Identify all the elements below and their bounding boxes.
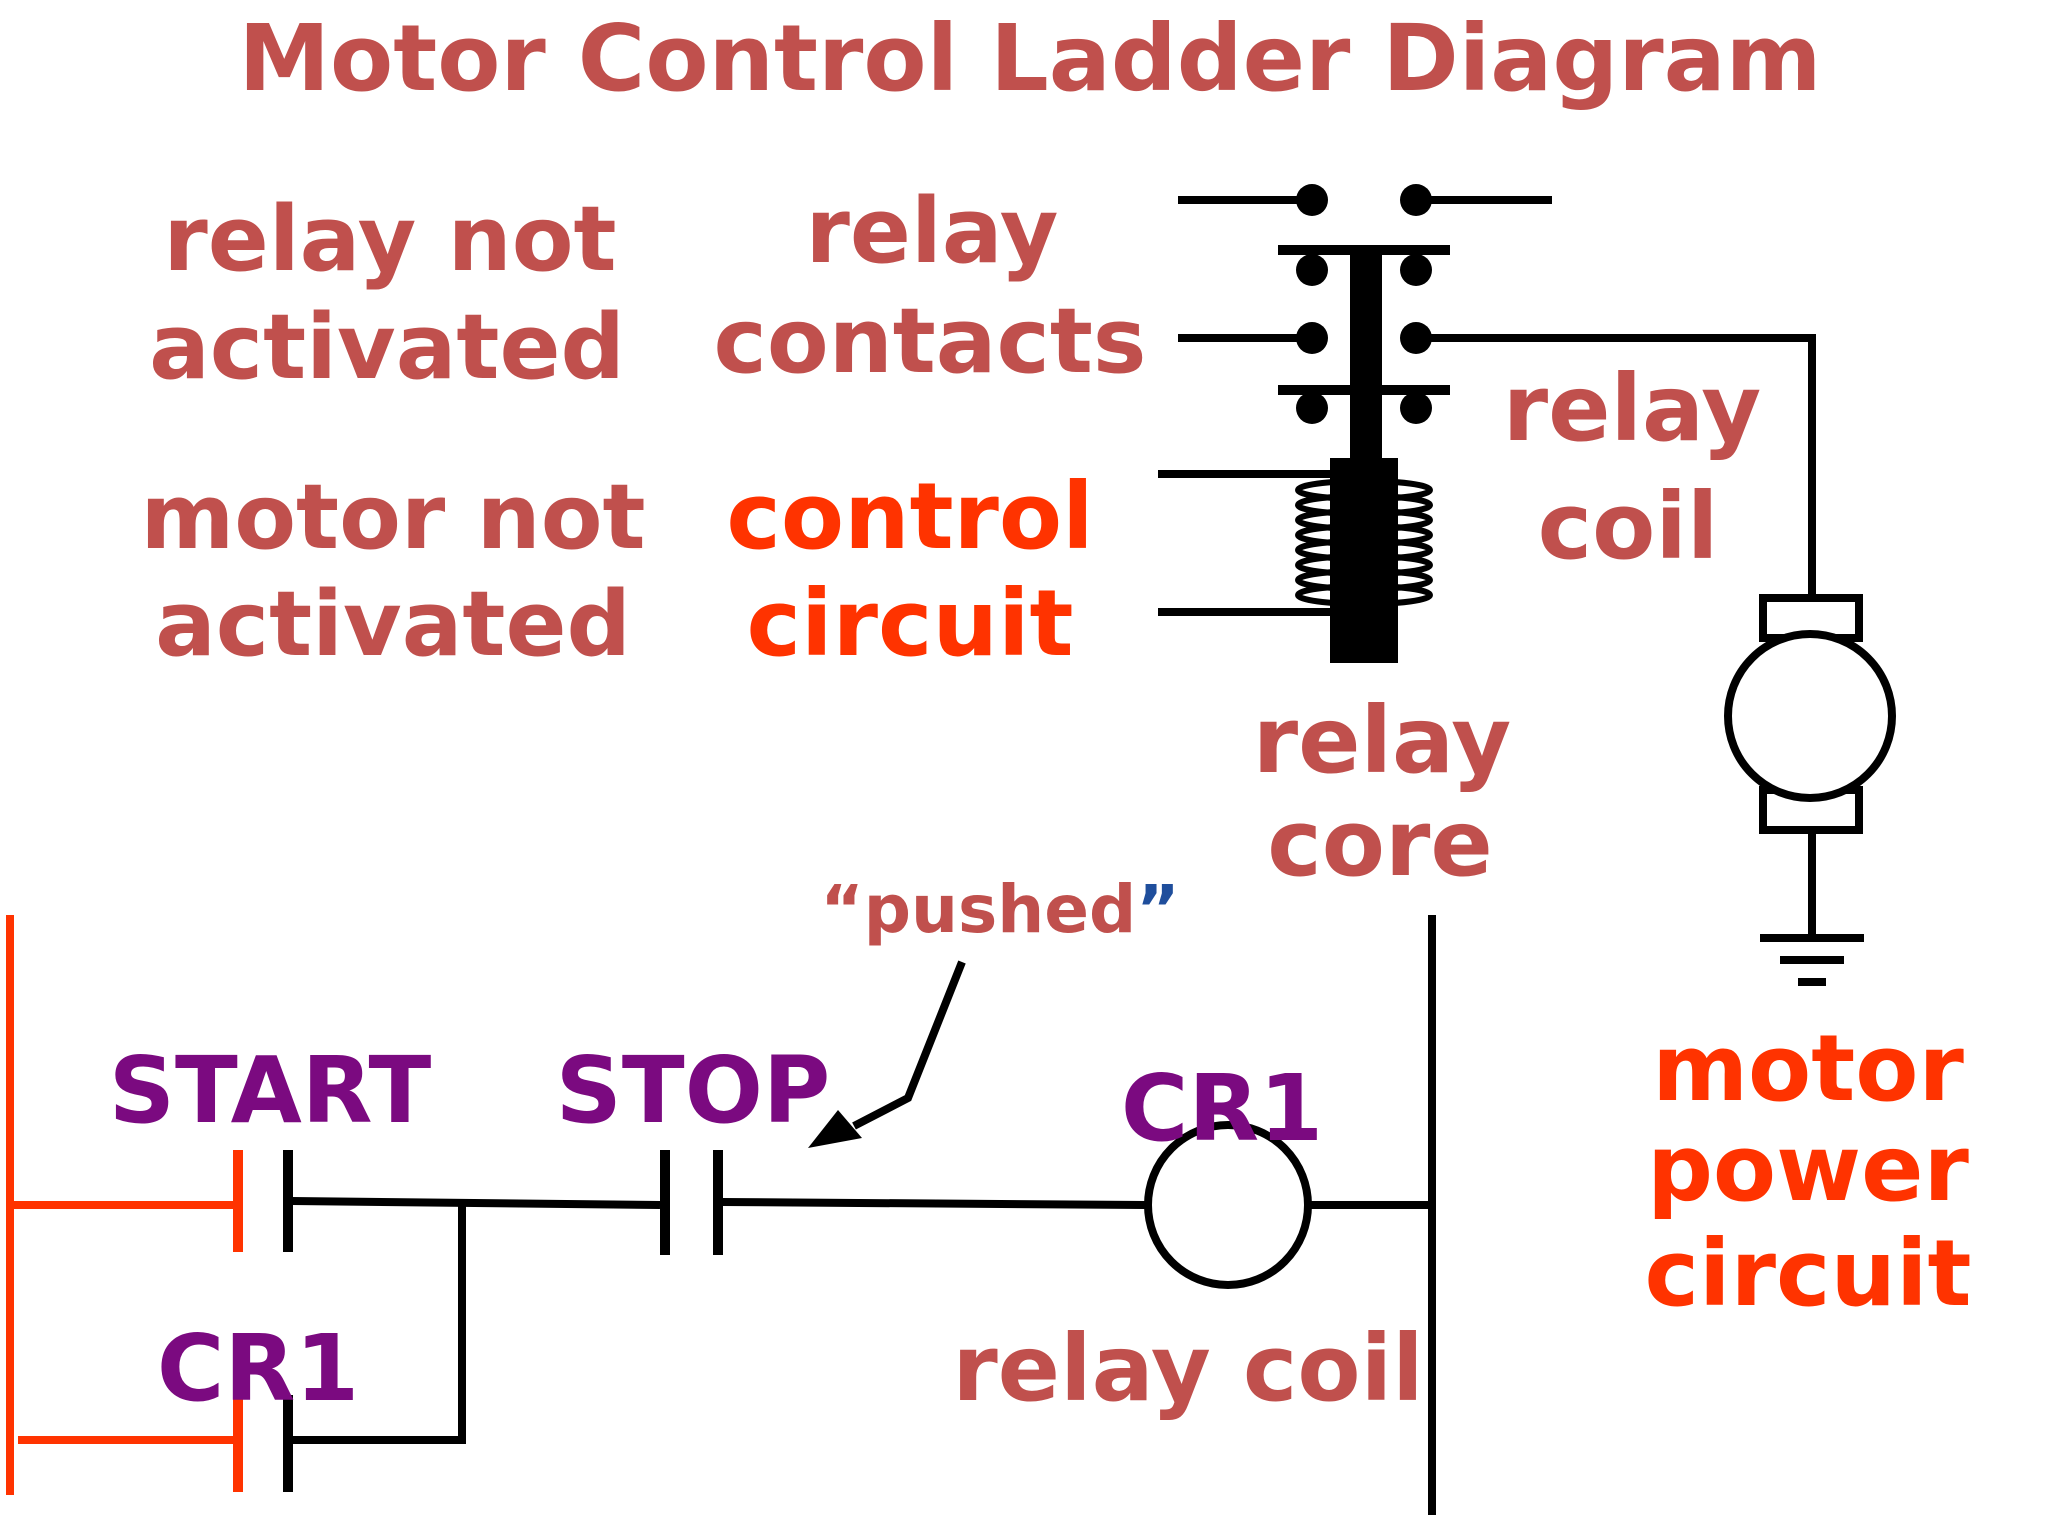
motor-power-circuit-line1: motor [1652,1015,1964,1122]
relay-not-activated-line1: relay not [163,187,616,292]
ground-icon [1760,934,1864,986]
start-label: START [109,1037,432,1144]
rung-wire-start-stop [291,1197,661,1209]
pushed-word: pushed [864,871,1137,948]
stop-label: STOP [556,1037,831,1144]
relay-not-activated-line2: activated [149,295,625,400]
relay-core-line2: core [1267,790,1493,897]
control-circuit-line2: circuit [747,570,1074,677]
diagram-title: Motor Control Ladder Diagram [238,5,1821,112]
relay-assembly [1158,184,1816,663]
cr1-seal-in-contact [18,1205,466,1492]
pushed-open-quote: “ [820,871,863,948]
cr1-contact-label: CR1 [157,1315,359,1422]
motor-symbol [1724,594,1896,938]
motor-power-circuit-line2: power [1647,1115,1969,1222]
relay-contacts-line1: relay [806,179,1059,284]
control-circuit-line1: control [726,463,1093,570]
motor-not-activated-line1: motor not [140,465,645,570]
relay-coil-top-line1: relay [1503,355,1762,462]
stop-contact [660,1150,723,1255]
rung-wire-stop-coil [721,1198,1147,1209]
relay-coil-bottom-label: relay coil [952,1315,1423,1422]
relay-contacts-line2: contacts [714,289,1147,394]
start-contact [10,1150,293,1252]
motor-not-activated-line2: activated [155,572,631,677]
cr1-coil-label: CR1 [1121,1055,1323,1162]
motor-power-circuit-line3: circuit [1645,1220,1972,1327]
relay-coil-top-line2: coil [1538,473,1719,580]
pushed-arrow [808,960,966,1148]
pushed-label: “pushed” [820,871,1179,948]
pushed-close-quote: ” [1136,871,1179,948]
relay-core-line1: relay [1253,687,1512,794]
